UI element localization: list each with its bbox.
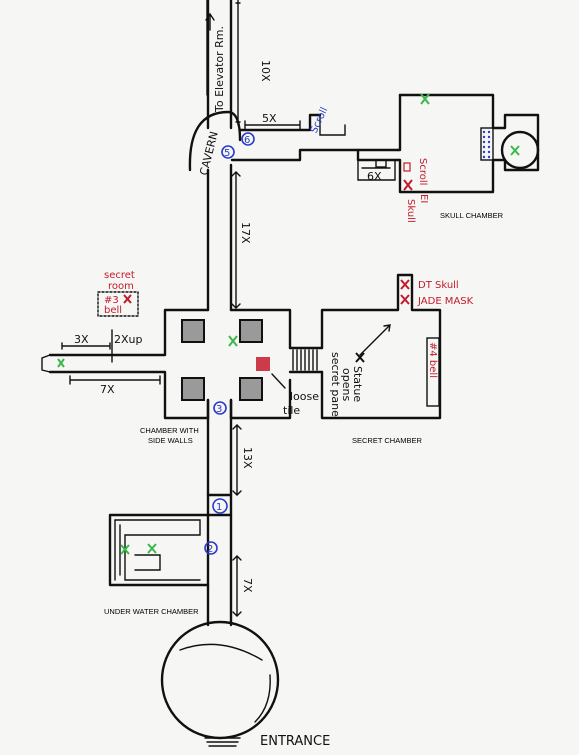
pillar-ne <box>239 319 263 343</box>
waypoint-1-label: 1 <box>216 502 222 513</box>
dist-17x: 17X <box>231 171 252 309</box>
main-corridor <box>206 0 233 627</box>
waypoint-5: 5 <box>221 145 235 159</box>
loose-tile-label-2: tile <box>283 404 300 417</box>
green-x-skull-right <box>510 145 520 156</box>
ei-skull-label-2: Skull <box>405 199 416 223</box>
jade-mask-label: JADE MASK <box>417 296 474 307</box>
green-x-west <box>57 358 65 368</box>
scroll-top-label: Scroll <box>309 106 331 136</box>
dist-10x: 10X <box>235 0 272 126</box>
pillar-se <box>239 377 263 401</box>
waypoint-3-label: 3 <box>216 404 222 415</box>
loose-tile-label-1: loose <box>290 390 319 403</box>
dt-skull-label: DT Skull <box>418 280 459 291</box>
waypoint-6: 6 <box>241 132 255 146</box>
dist-3x-label: 3X <box>74 333 89 346</box>
chamber-side-walls-label-2: SIDE WALLS <box>148 436 193 445</box>
entrance-label: ENTRANCE <box>260 734 330 749</box>
dist-13x: 13X <box>232 424 254 496</box>
waypoint-2-label: 2 <box>207 544 213 555</box>
dist-7x-label: 7X <box>100 383 115 396</box>
dist-10x-label: 10X <box>259 60 272 82</box>
secret-chamber-label: SECRET CHAMBER <box>352 436 422 445</box>
red-x-dt-skull <box>400 279 410 290</box>
entrance-room: ENTRANCE <box>160 620 330 749</box>
statue-x <box>355 352 365 363</box>
dist-17x-label: 17X <box>239 222 252 244</box>
waypoint-5-label: 5 <box>224 148 230 159</box>
secret-room-note: secret room #3 bell <box>97 270 139 317</box>
skull-corridor: 5X Scroll 6X <box>230 106 400 183</box>
secret-chamber: Statue opens secret panel #4 bell DT Sku… <box>320 273 474 445</box>
secret-corridor <box>288 346 324 374</box>
dist-13x-label: 13X <box>241 447 254 469</box>
under-water-chamber: 2 UNDER WATER CHAMBER <box>104 513 218 616</box>
pillar-sw <box>181 377 205 401</box>
secret-room-label-1: secret <box>104 270 135 281</box>
green-x-skull-top <box>420 93 430 105</box>
waypoint-6-label: 6 <box>244 135 250 146</box>
secret-room-label-2: room <box>108 281 134 292</box>
red-x-ei-skull <box>403 179 413 191</box>
dist-7x-entrance: 7X <box>232 555 254 617</box>
bell3-label-b: bell <box>104 305 122 316</box>
green-x-underwater-1 <box>120 544 130 555</box>
pillar-nw <box>181 319 205 343</box>
door-1: 1 <box>206 493 233 517</box>
under-water-chamber-label: UNDER WATER CHAMBER <box>104 607 199 616</box>
chamber-side-walls: loose tile 3X 2Xup 7X CHAMBER WITH SIDE … <box>41 308 319 445</box>
green-x-chamber <box>228 335 238 347</box>
statue-label-1: Statue <box>351 366 364 402</box>
statue-label-3: secret panel <box>329 352 342 420</box>
waypoint-4: 4 <box>0 0 6 3</box>
waypoint-3: 3 <box>213 401 227 415</box>
dist-5x-label: 5X <box>262 112 277 125</box>
red-x-jade-mask <box>400 294 410 305</box>
statue-label-2: opens <box>340 368 353 401</box>
to-elevator-label: To Elevator Rm. <box>213 26 226 113</box>
dots-grid <box>482 130 491 159</box>
chamber-side-walls-label-1: CHAMBER WITH <box>140 426 199 435</box>
dist-7x-entrance-label: 7X <box>241 578 254 593</box>
green-x-underwater-2 <box>147 543 157 554</box>
ei-skull-label-1: EI <box>418 194 429 203</box>
dist-2xup-label: 2Xup <box>114 333 143 346</box>
skull-chamber: Scroll EI Skull SKULL CHAMBER <box>356 93 540 223</box>
bell4-label: #4 bell <box>427 342 438 378</box>
dist-6x-label: 6X <box>367 170 382 183</box>
scroll-side-label: Scroll <box>417 158 428 185</box>
red-x-bell3 <box>123 294 132 304</box>
cavern: CAVERN To Elevator Rm. <box>188 12 242 177</box>
loose-tile <box>256 357 270 371</box>
skull-chamber-label: SKULL CHAMBER <box>440 211 504 220</box>
cavern-label: CAVERN <box>197 130 220 177</box>
bell3-label: #3 <box>104 295 119 306</box>
